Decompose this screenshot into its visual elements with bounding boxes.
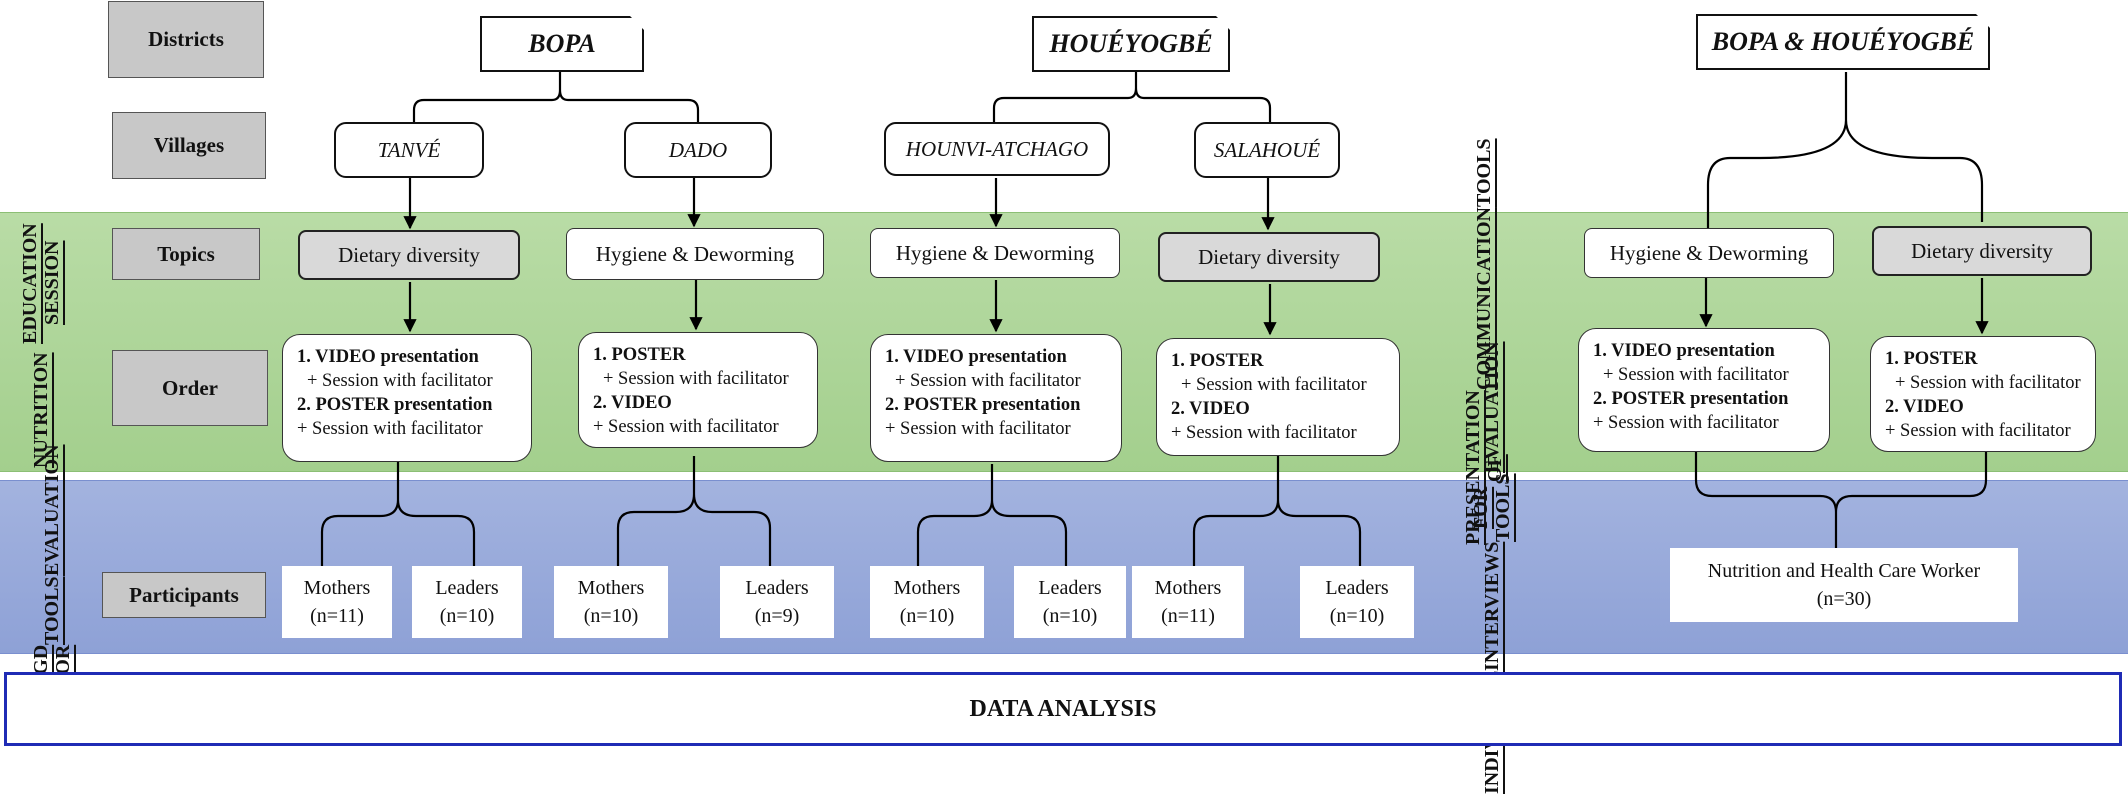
district-bopa-houeyogbe: BOPA & HOUÉYOGBÉ <box>1696 14 1990 70</box>
row-label-topics: Topics <box>112 228 260 280</box>
participant-box: Mothers(n=10) <box>554 566 668 638</box>
participant-box: Mothers(n=11) <box>282 566 392 638</box>
fgd-brace-3 <box>916 464 1068 566</box>
bopa-brace <box>412 54 700 122</box>
village-tanve: TANVÉ <box>334 122 484 178</box>
participant-box: Leaders(n=9) <box>720 566 834 638</box>
row-label-order: Order <box>112 350 268 426</box>
row-label-participants: Participants <box>102 572 266 618</box>
topic-dietary-diversity: Dietary diversity <box>1872 226 2092 276</box>
row-label-districts: Districts <box>108 1 264 78</box>
connector-lines <box>320 54 1989 566</box>
interview-brace <box>1694 448 1988 548</box>
participant-box: Mothers(n=11) <box>1132 566 1244 638</box>
fgd-brace-2 <box>616 456 772 566</box>
village-dado: DADO <box>624 122 772 178</box>
topic-hygiene-deworming: Hygiene & Deworming <box>1584 228 1834 278</box>
district-houeyogbe: HOUÉYOGBÉ <box>1032 16 1230 72</box>
topic-dietary-diversity: Dietary diversity <box>298 230 520 280</box>
participant-box: Leaders(n=10) <box>412 566 522 638</box>
village-salahoue: SALAHOUÉ <box>1194 122 1340 178</box>
district-bopa: BOPA <box>480 16 644 72</box>
combined-brace <box>1706 72 1984 228</box>
participant-box: Leaders(n=10) <box>1014 566 1126 638</box>
participant-box: Mothers(n=10) <box>870 566 984 638</box>
data-analysis-box: DATA ANALYSIS <box>4 672 2122 746</box>
village-hounvi-atchago: HOUNVI-ATCHAGO <box>884 122 1110 176</box>
topic-hygiene-deworming: Hygiene & Deworming <box>566 228 824 280</box>
participant-box: Leaders(n=10) <box>1300 566 1414 638</box>
fgd-brace-4 <box>1192 456 1362 566</box>
order-box: 1. VIDEO presentation+ Session with faci… <box>282 334 532 462</box>
topic-dietary-diversity: Dietary diversity <box>1158 232 1380 282</box>
fgd-brace-1 <box>320 462 476 566</box>
row-label-villages: Villages <box>112 112 266 179</box>
topic-hygiene-deworming: Hygiene & Deworming <box>870 228 1120 278</box>
houeyogbe-brace <box>992 54 1272 122</box>
health-worker-box: Nutrition and Health Care Worker(n=30) <box>1670 548 2018 622</box>
order-box: 1. VIDEO presentation+ Session with faci… <box>1578 328 1830 452</box>
order-box: 1. VIDEO presentation+ Session with faci… <box>870 334 1122 462</box>
